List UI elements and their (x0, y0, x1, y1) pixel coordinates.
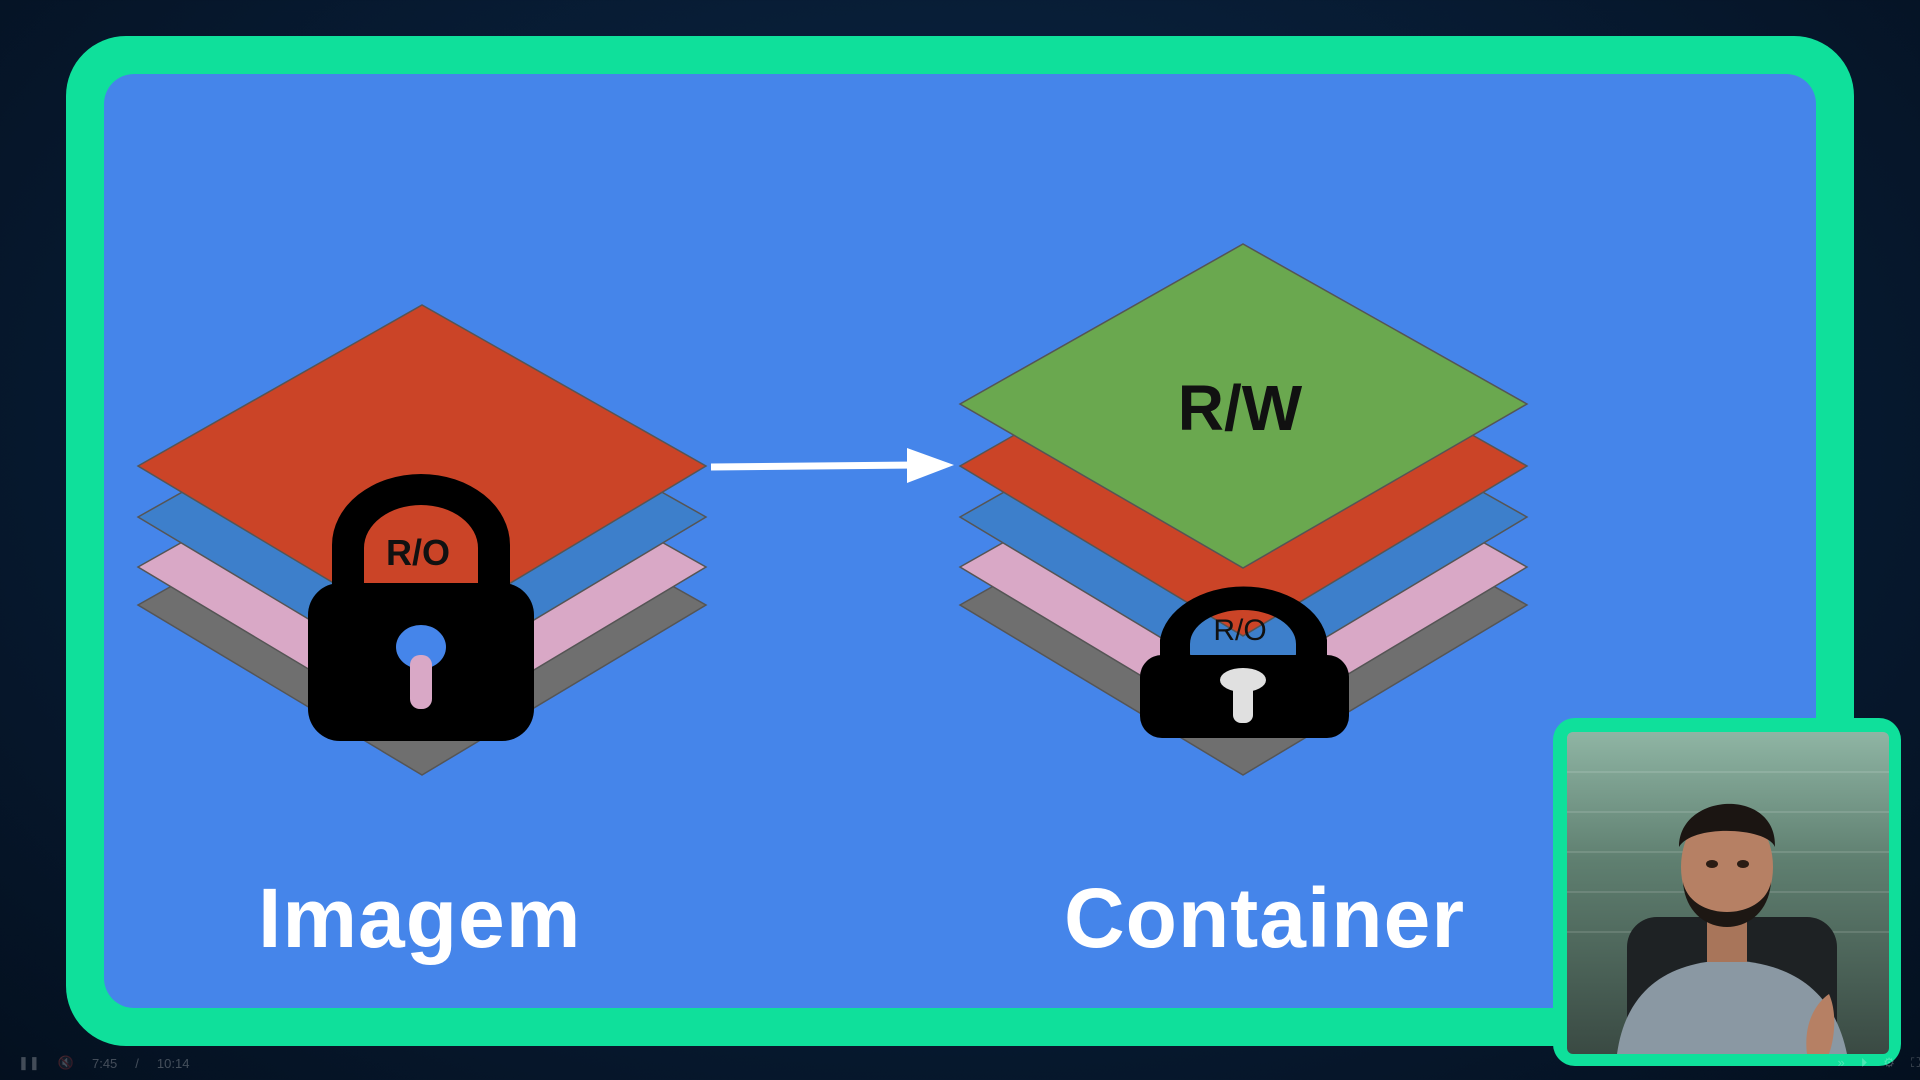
webcam-feed (1567, 732, 1889, 1054)
settings-icon[interactable]: ⚙ (1883, 1055, 1895, 1070)
person-icon (1567, 771, 1889, 1054)
next-icon[interactable]: » (1837, 1055, 1845, 1070)
time-current: 7:45 (91, 1055, 118, 1071)
mute-icon[interactable]: 🔇 (57, 1055, 74, 1070)
image-title: Imagem (258, 871, 582, 965)
speed-icon[interactable]: ⏵ (1860, 1055, 1868, 1070)
container-title: Container (1064, 871, 1466, 965)
right-lock-label: R/O (1213, 614, 1266, 647)
player-controls: ❚❚ 🔇 7:45 / 10:14 » ⏵ ⚙ ⛶ (0, 1046, 1920, 1080)
left-lock-label: R/O (386, 532, 450, 573)
layer-red (136, 304, 708, 637)
lock-icon (308, 474, 534, 741)
arrow-right-icon (710, 448, 954, 483)
layer-green (958, 243, 1529, 569)
rw-label: R/W (1178, 372, 1303, 444)
time-total: 10:14 (156, 1055, 190, 1071)
pause-icon[interactable]: ❚❚ (18, 1055, 40, 1070)
fullscreen-icon[interactable]: ⛶ (1910, 1055, 1920, 1070)
time-separator: / (135, 1055, 139, 1071)
lock-icon (1140, 586, 1349, 738)
